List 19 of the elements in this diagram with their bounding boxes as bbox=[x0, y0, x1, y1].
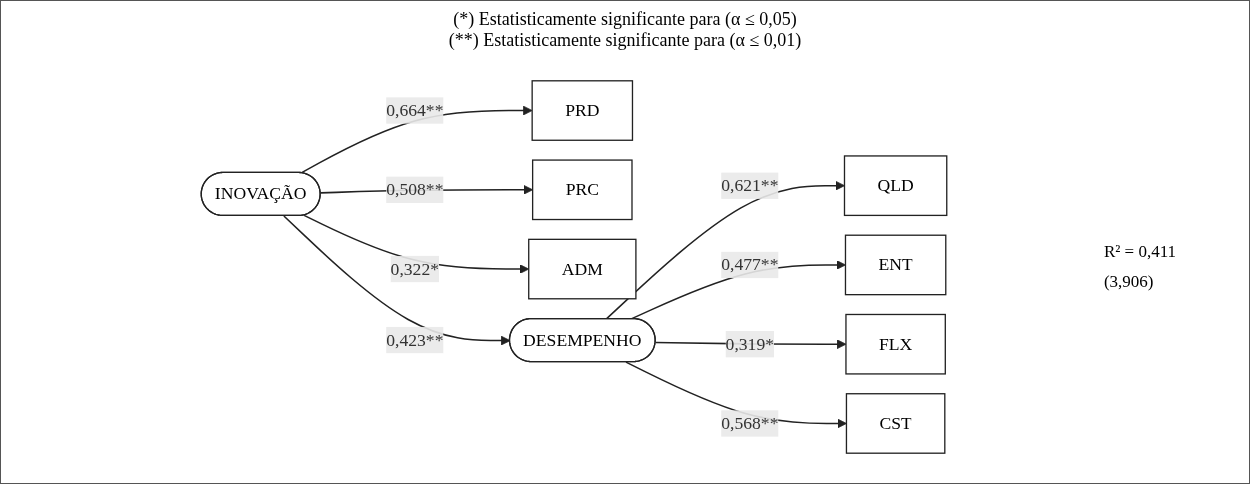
node-box: PRD bbox=[531, 80, 634, 141]
edge-label: 0,664** bbox=[386, 100, 444, 120]
note-text: (3,906) bbox=[1103, 272, 1155, 292]
edge-label: 0,621** bbox=[721, 175, 779, 195]
node-box: PRC bbox=[531, 159, 633, 221]
edge-label: 0,423** bbox=[386, 330, 444, 349]
edge-label: 0,568** bbox=[721, 413, 779, 433]
node-box: CST bbox=[845, 393, 946, 454]
note-text: R² = 0,411 bbox=[1103, 242, 1177, 262]
edge-label: 0,322* bbox=[390, 259, 439, 278]
node-box: FLX bbox=[845, 313, 946, 375]
note-text: (*) Estatisticamente significante para (α ≤ 0,05) bbox=[453, 9, 797, 30]
edge-label: 0,508** bbox=[386, 179, 444, 199]
edge-label: 0,477** bbox=[721, 255, 779, 274]
node-box: QLD bbox=[843, 155, 948, 217]
node-box: ADM bbox=[528, 238, 637, 300]
node-box: ENT bbox=[844, 234, 947, 296]
note-text: (**) Estatisticamente significante para (α ≤ 0,01) bbox=[448, 30, 802, 51]
edge-label: 0,319* bbox=[725, 334, 774, 354]
